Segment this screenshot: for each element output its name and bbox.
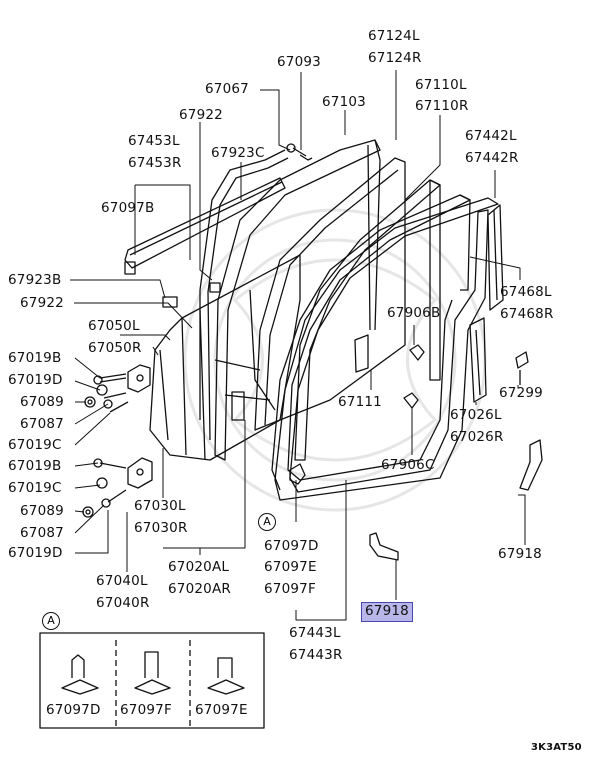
label-67918-right: 67918 (498, 546, 542, 562)
glass-run-front (199, 149, 289, 441)
label-67030L: 67030L (134, 498, 186, 514)
clip-67906c (403, 392, 419, 409)
bolt-67299 (515, 351, 529, 385)
label-67019B-b: 67019B (8, 458, 62, 474)
label-67906B: 67906B (387, 305, 441, 321)
label-67026L: 67026L (450, 407, 502, 423)
label-67097D: 67097D (264, 538, 319, 554)
label-67019D-b: 67019D (8, 545, 63, 561)
label-67087-a: 67087 (20, 416, 64, 432)
label-67111: 67111 (338, 394, 382, 410)
label-67097F: 67097F (264, 581, 316, 597)
label-67019B-a: 67019B (8, 350, 62, 366)
inset-clip-3-icon (207, 657, 245, 695)
label-67087-b: 67087 (20, 525, 64, 541)
label-67097B: 67097B (101, 200, 155, 216)
label-67923C: 67923C (211, 145, 265, 161)
run-channel-rear (487, 204, 504, 311)
door-check (469, 317, 487, 403)
seal-67918-lower (369, 532, 399, 561)
inset-clip-2-icon (134, 651, 171, 695)
label-67443L: 67443L (289, 625, 341, 641)
bolts-washers (82, 143, 313, 518)
label-67020AL: 67020AL (168, 559, 230, 575)
latch-67111 (354, 334, 369, 373)
label-67020AR: 67020AR (168, 581, 231, 597)
label-67110L: 67110L (415, 77, 467, 93)
diagram-code: 3K3AT50 (531, 742, 582, 753)
belt-molding (124, 177, 286, 275)
hinge-lower (127, 457, 153, 489)
label-67067: 67067 (205, 81, 249, 97)
label-67030R: 67030R (134, 520, 188, 536)
window-frame (214, 139, 381, 461)
clip-67906b (409, 344, 425, 361)
label-67918-highlighted[interactable]: 67918 (361, 602, 413, 622)
label-67050R: 67050R (88, 340, 142, 356)
inset-label-67097D: 67097D (46, 702, 101, 718)
callout-marker-a: A (258, 513, 276, 531)
inset-clip-1-icon (61, 654, 99, 695)
label-67019C-a: 67019C (8, 437, 62, 453)
inset-label-67097E: 67097E (195, 702, 248, 718)
inset-label-67097F: 67097F (120, 702, 172, 718)
label-67050L: 67050L (88, 318, 140, 334)
label-67040L: 67040L (96, 573, 148, 589)
clip-67097d (289, 463, 306, 485)
leader-lines (70, 70, 526, 621)
label-67443R: 67443R (289, 647, 343, 663)
label-67103: 67103 (322, 94, 366, 110)
label-67110R: 67110R (415, 98, 469, 114)
label-67019C-b: 67019C (8, 480, 62, 496)
door-weatherstrip (271, 194, 471, 491)
inset-box (39, 632, 265, 729)
label-67922-mid: 67922 (20, 295, 64, 311)
label-67026R: 67026R (450, 429, 504, 445)
label-67442R: 67442R (465, 150, 519, 166)
pad-67922-a (162, 296, 178, 308)
inset-marker-a: A (42, 612, 60, 630)
label-67124R: 67124R (368, 50, 422, 66)
label-67097E: 67097E (264, 559, 317, 575)
label-67442L: 67442L (465, 128, 517, 144)
pad-67922-b (209, 282, 221, 293)
label-67922-top: 67922 (179, 107, 223, 123)
label-67299: 67299 (499, 385, 543, 401)
label-67093: 67093 (277, 54, 321, 70)
seal-67918-right (519, 439, 543, 491)
label-67923B: 67923B (8, 272, 62, 288)
label-67453L: 67453L (128, 133, 180, 149)
label-67089-b: 67089 (20, 503, 64, 519)
label-67040R: 67040R (96, 595, 150, 611)
door-glass (254, 157, 406, 431)
label-67468L: 67468L (500, 284, 552, 300)
label-67019D-a: 67019D (8, 372, 63, 388)
label-67468R: 67468R (500, 306, 554, 322)
label-67906C: 67906C (381, 457, 435, 473)
hinge-upper (127, 364, 151, 393)
label-67089-a: 67089 (20, 394, 64, 410)
label-67453R: 67453R (128, 155, 182, 171)
label-67124L: 67124L (368, 28, 420, 44)
